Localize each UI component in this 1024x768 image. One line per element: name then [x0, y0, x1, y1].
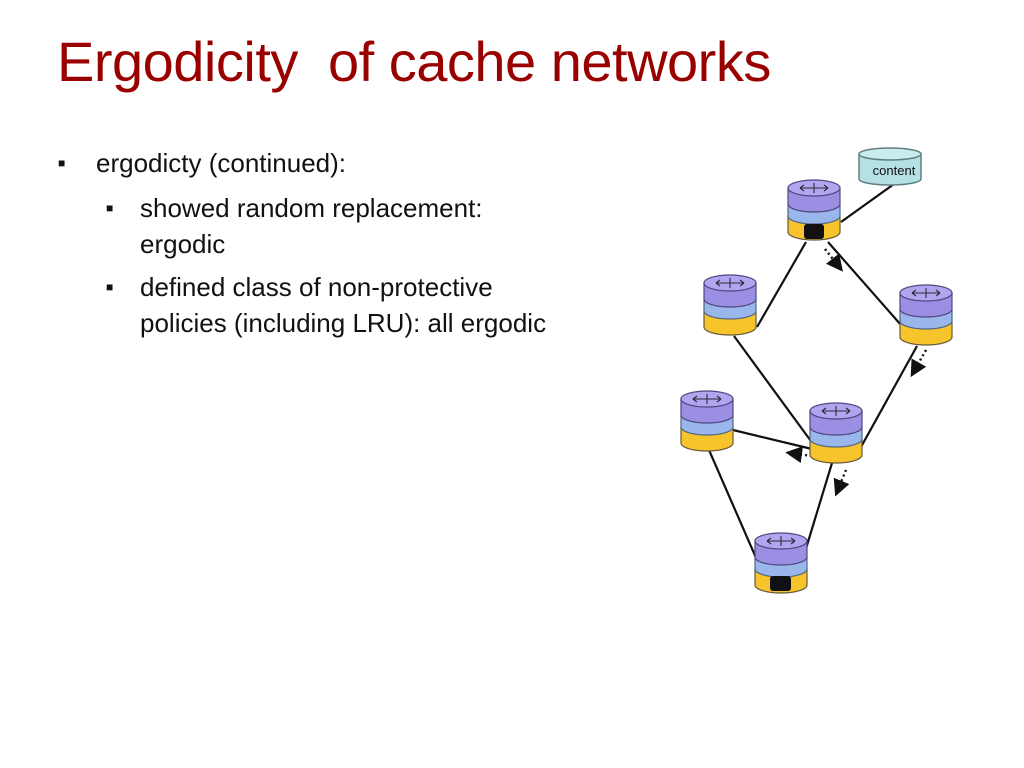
- request-arrows: [785, 248, 928, 497]
- request-arrow-top-to-right: [824, 248, 843, 272]
- router-bottom: [754, 532, 808, 594]
- content-store-label: content: [873, 163, 916, 178]
- router-arrows-icon: [692, 394, 722, 404]
- bullet-list: ■ ergodicty (continued): ■ showed random…: [58, 145, 598, 341]
- router-left: [703, 274, 757, 336]
- square-bullet-icon: ■: [106, 201, 114, 215]
- router-arrows-icon: [821, 406, 851, 416]
- router-center: [809, 402, 863, 464]
- network-links: [707, 183, 918, 568]
- sub-bullet-text: defined class of non-protective policies…: [140, 272, 547, 338]
- link-right-router-to-center-router: [860, 345, 918, 448]
- router-arrows-icon: [715, 278, 745, 288]
- link-left-router-to-center-router: [733, 335, 817, 449]
- link-lower-left-router-to-center-router: [732, 428, 813, 451]
- square-bullet-icon: ■: [106, 280, 114, 294]
- content-store-top: [858, 147, 922, 161]
- link-content-to-top-router: [840, 183, 895, 223]
- sub-bullet-random-replacement: ■ showed random replacement: ergodic: [104, 190, 550, 262]
- content-store-body: [858, 153, 922, 186]
- request-arrow-right-down: [910, 349, 928, 378]
- router-top: [787, 179, 841, 241]
- router-arrows-icon: [911, 288, 941, 298]
- request-marker-top: [804, 224, 824, 239]
- router-arrows-icon: [766, 536, 796, 546]
- router-arrows-icon: [799, 183, 829, 193]
- request-arrow-center-down: [833, 469, 850, 497]
- request-marker-bottom: [770, 576, 791, 591]
- link-top-router-to-left-router: [756, 241, 807, 328]
- sub-bullet-list: ■ showed random replacement: ergodic ■ d…: [58, 190, 598, 341]
- bullet-text: ergodicty (continued):: [96, 148, 347, 178]
- slide-title: Ergodicity of cache networks: [57, 30, 771, 93]
- square-bullet-icon: ■: [58, 156, 66, 170]
- router-right: [899, 284, 953, 346]
- bullet-ergodicity-continued: ■ ergodicty (continued):: [58, 145, 598, 181]
- router-lower-left: [680, 390, 734, 452]
- link-lower-left-router-to-bottom-router: [707, 449, 762, 568]
- content-store: content: [858, 147, 922, 186]
- sub-bullet-non-protective-policies: ■ defined class of non-protective polici…: [104, 269, 550, 341]
- request-arrow-center-left: [785, 446, 813, 463]
- link-top-router-to-right-router: [827, 241, 902, 326]
- sub-bullet-text: showed random replacement: ergodic: [140, 193, 483, 259]
